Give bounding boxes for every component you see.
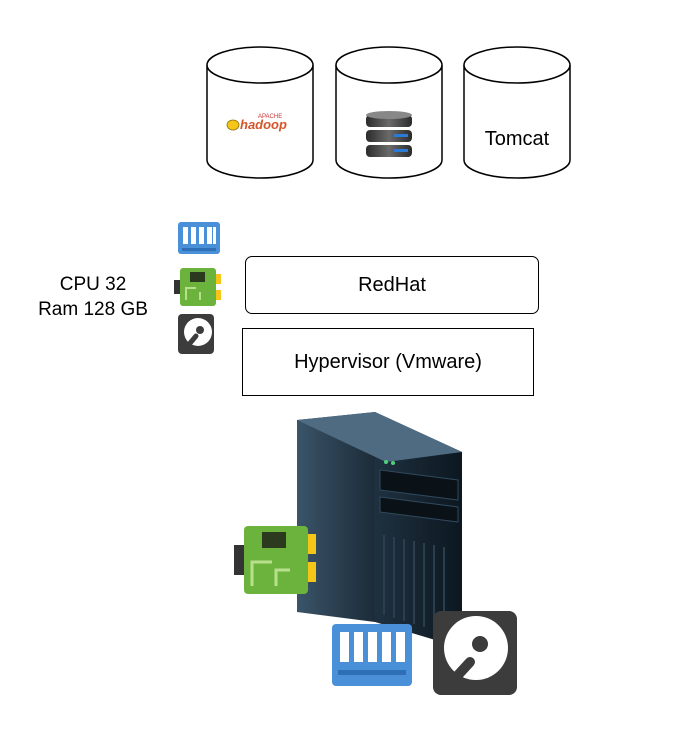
server-tower-icon xyxy=(297,412,462,648)
database-icon xyxy=(366,111,412,157)
hadoop-logo-top: APACHE xyxy=(258,114,282,120)
database-cylinder-hadoop: APACHE hadoop xyxy=(206,46,314,179)
hadoop-logo: APACHE hadoop xyxy=(226,114,287,132)
circuit-board-icon xyxy=(174,268,221,306)
hard-disk-large-icon xyxy=(433,611,517,695)
tomcat-label: Tomcat xyxy=(485,128,550,150)
memory-icon xyxy=(178,222,220,254)
database-cylinder-tomcat: Tomcat xyxy=(463,46,571,179)
memory-large-icon xyxy=(332,624,412,686)
database-cylinder-db xyxy=(335,46,443,179)
cpu-spec: CPU 32 xyxy=(59,274,127,295)
resource-specs: CPU 32 Ram 128 GB xyxy=(18,272,168,322)
os-layer-redhat: RedHat xyxy=(245,256,539,314)
ram-spec: Ram 128 GB xyxy=(38,299,148,320)
hypervisor-layer: Hypervisor (Vmware) xyxy=(242,328,534,396)
hard-disk-icon xyxy=(178,314,214,354)
os-layer-label: RedHat xyxy=(358,273,426,296)
hadoop-logo-main: hadoop xyxy=(240,117,287,132)
circuit-board-large-icon xyxy=(234,526,316,594)
hypervisor-layer-label: Hypervisor (Vmware) xyxy=(294,350,482,373)
